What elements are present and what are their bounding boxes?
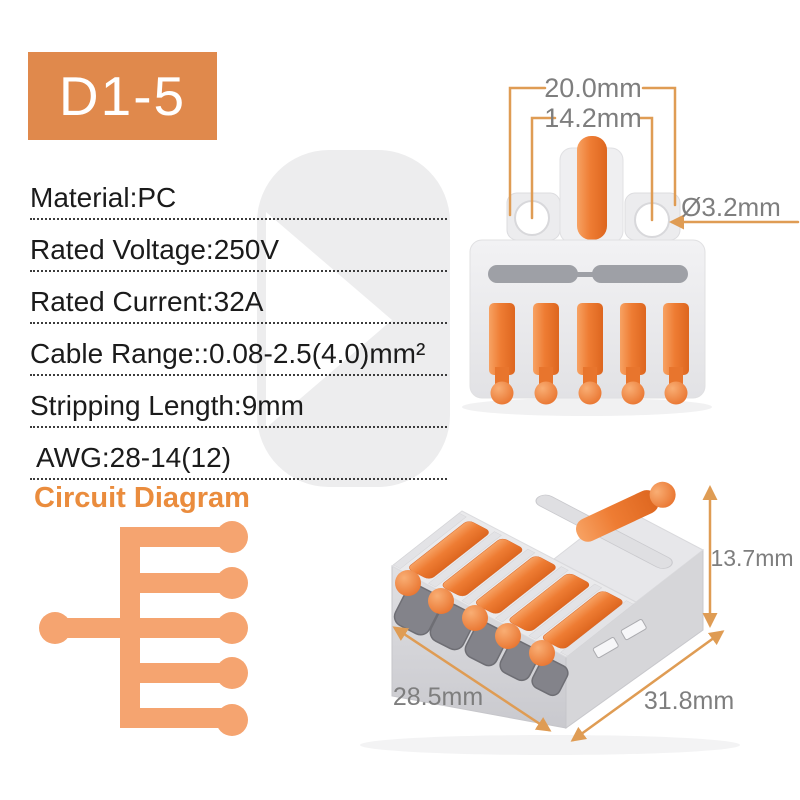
spec-text: Rated Voltage:250V xyxy=(30,234,280,265)
lever-tip xyxy=(495,623,521,649)
output-lever xyxy=(663,303,689,405)
output-lever xyxy=(620,303,646,405)
lever-tip xyxy=(395,570,421,596)
connector-perspective-photo: 28.5mm 31.8mm 13.7mm xyxy=(360,481,794,755)
connector-front-body xyxy=(469,136,706,405)
spec-text: Rated Current:32A xyxy=(30,286,264,317)
connector-front-view-photo: 20.0mm 14.2mm Ø3.2mm xyxy=(462,73,800,416)
model-badge: D1-5 xyxy=(28,52,217,140)
spec-row-voltage: Rated Voltage:250V xyxy=(30,220,447,272)
dimension-callouts-perspective: 28.5mm 31.8mm 13.7mm xyxy=(392,485,794,742)
dim-bracket-20mm-right xyxy=(641,86,677,207)
input-lever xyxy=(577,136,607,240)
input-wire xyxy=(55,618,128,638)
output-lever xyxy=(476,556,556,614)
output-lever xyxy=(489,303,515,405)
spec-text: Stripping Length:9mm xyxy=(30,390,304,421)
splitter-1-to-5-glyph xyxy=(39,521,248,736)
output-node xyxy=(216,657,248,689)
spec-text: Cable Range::0.08-2.5(4.0)mm² xyxy=(30,338,426,369)
lever-tip xyxy=(529,640,555,666)
lever-tip xyxy=(428,588,454,614)
dimension-callouts-top-view: 20.0mm 14.2mm Ø3.2mm xyxy=(508,73,800,230)
spec-text: Material:PC xyxy=(30,182,177,213)
spec-row-awg: AWG:28-14(12) xyxy=(30,428,447,480)
spec-row-stripping: Stripping Length:9mm xyxy=(30,376,447,428)
product-shadow xyxy=(462,398,712,416)
branch-wire xyxy=(130,527,225,547)
dim-label-width: 28.5mm xyxy=(393,683,483,711)
dim-label-hole-spacing: 14.2mm xyxy=(544,103,642,133)
dim-arrow-width xyxy=(392,626,552,732)
output-node xyxy=(216,521,248,553)
dim-arrow-length xyxy=(570,630,725,742)
branch-wire xyxy=(130,573,225,593)
output-lever xyxy=(442,538,523,597)
lever-tip xyxy=(462,605,488,631)
branch-wire xyxy=(130,708,225,728)
branch-wire xyxy=(130,618,225,638)
dim-bracket-20mm-left xyxy=(508,86,547,217)
output-node xyxy=(216,612,248,644)
spec-list: Material:PC Rated Voltage:250V Rated Cur… xyxy=(30,168,447,480)
output-lever xyxy=(533,303,559,405)
output-node xyxy=(216,704,248,736)
spec-text: AWG:28-14(12) xyxy=(36,442,232,473)
dim-label-hole-diameter: Ø3.2mm xyxy=(681,192,781,222)
output-lever xyxy=(577,303,603,405)
dim-bracket-14mm-right xyxy=(638,116,654,222)
dim-label-height: 13.7mm xyxy=(710,545,793,571)
input-lever-3d xyxy=(575,481,676,542)
circuit-diagram-heading: Circuit Diagram xyxy=(34,482,250,514)
output-levers xyxy=(489,303,689,405)
dim-label-length: 31.8mm xyxy=(644,687,734,715)
spec-row-material: Material:PC xyxy=(30,168,447,220)
label-slot xyxy=(488,265,688,283)
spec-row-cable-range: Cable Range::0.08-2.5(4.0)mm² xyxy=(30,324,447,376)
output-lever xyxy=(409,521,489,579)
branch-wire xyxy=(130,663,225,683)
product-shadow xyxy=(360,735,740,755)
circuit-diagram-icon xyxy=(39,521,248,736)
dim-bracket-14mm-left xyxy=(530,116,557,220)
output-lever xyxy=(542,591,623,649)
output-node xyxy=(216,567,248,599)
dim-label-outer-width: 20.0mm xyxy=(544,73,642,103)
spec-row-current: Rated Current:32A xyxy=(30,272,447,324)
output-levers-3d xyxy=(409,521,623,649)
